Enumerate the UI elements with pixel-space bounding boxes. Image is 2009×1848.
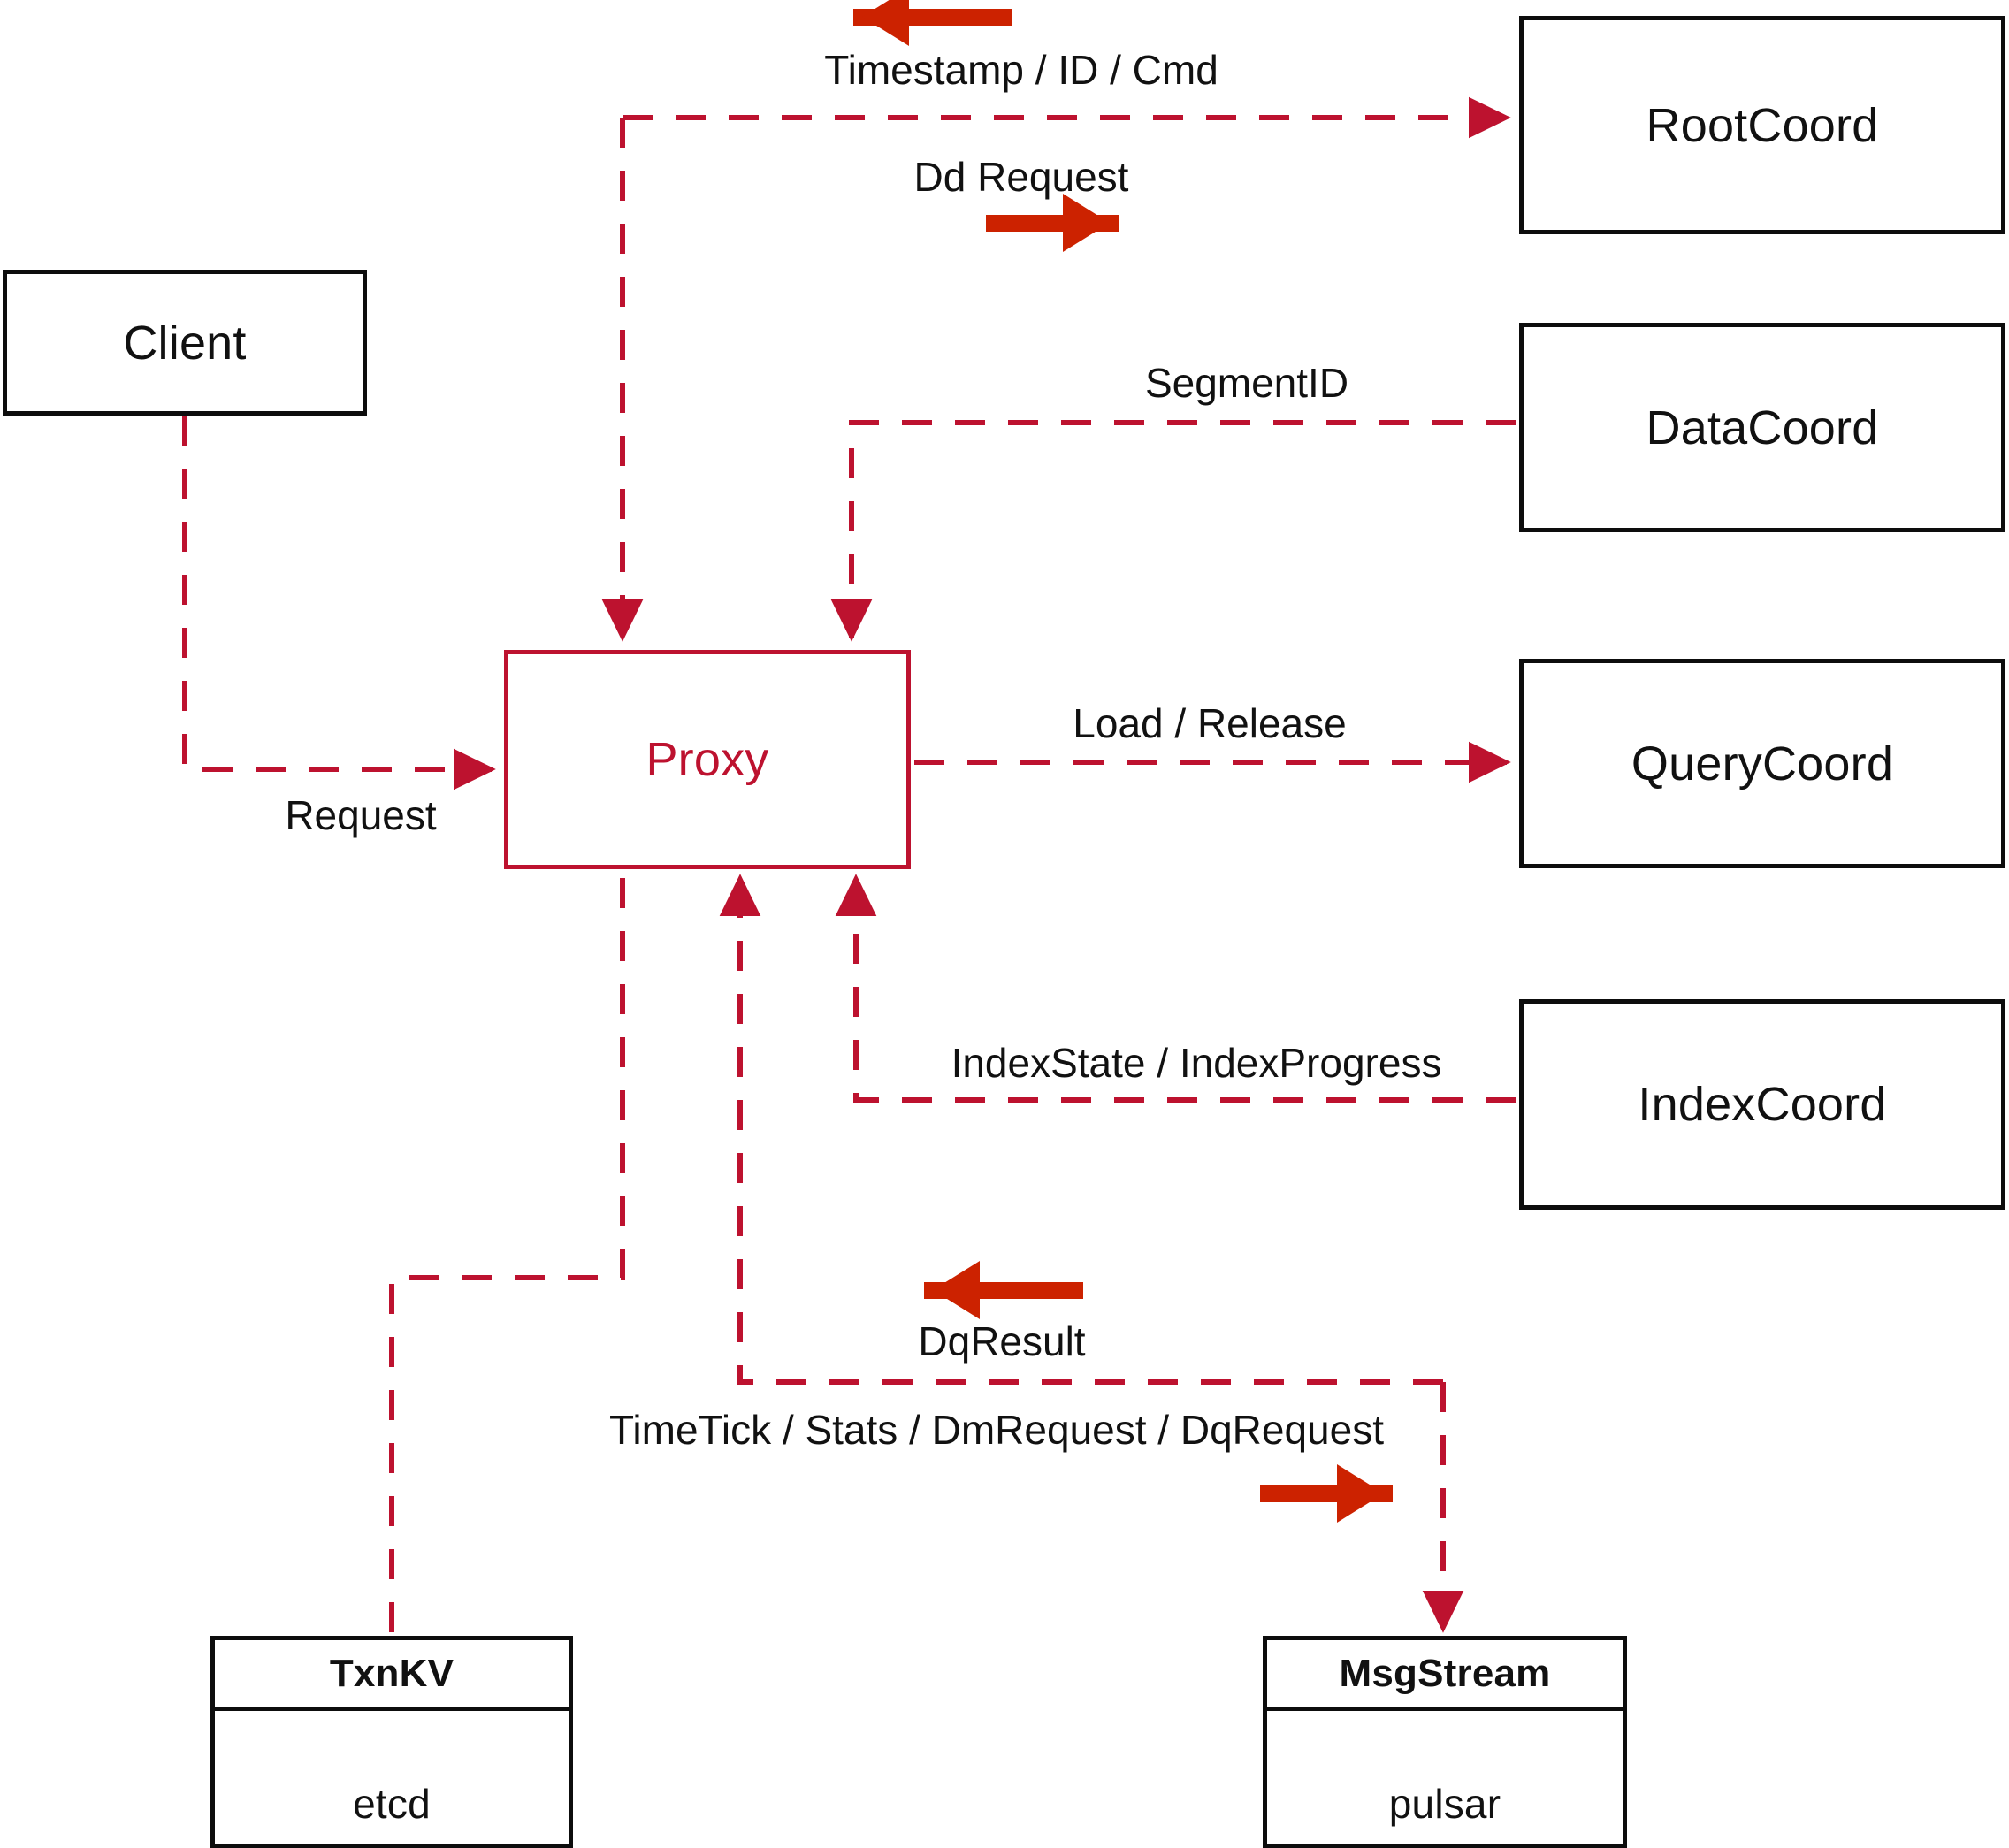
node-msgstream-header: MsgStream	[1267, 1640, 1623, 1711]
node-txnkv-title: TxnKV	[329, 1651, 455, 1695]
node-rootcoord-label: RootCoord	[1646, 98, 1879, 152]
node-proxy-label: Proxy	[645, 733, 769, 786]
node-txnkv-header: TxnKV	[215, 1640, 569, 1711]
arrow-left-icon-dqresult	[924, 1261, 1083, 1319]
node-client-label: Client	[123, 316, 247, 370]
arrow-left-icon-timestamp	[853, 0, 1012, 46]
edge-datacoord-to-proxy	[830, 420, 1516, 642]
node-querycoord-label: QueryCoord	[1631, 737, 1894, 790]
edge-label-request: Request	[285, 792, 437, 838]
node-txnkv-body: etcd	[215, 1711, 569, 1848]
node-rootcoord[interactable]: RootCoord	[1519, 16, 2005, 234]
edge-label-index-state-progress: IndexState / IndexProgress	[951, 1040, 1442, 1086]
arrow-right-icon-dd-request	[986, 194, 1119, 252]
edge-label-dd-request: Dd Request	[913, 154, 1129, 200]
node-txnkv[interactable]: TxnKV etcd	[210, 1636, 573, 1848]
node-querycoord[interactable]: QueryCoord	[1519, 659, 2005, 868]
node-indexcoord[interactable]: IndexCoord	[1519, 999, 2005, 1210]
edge-msgstream-to-proxy	[719, 874, 1443, 1385]
node-msgstream[interactable]: MsgStream pulsar	[1263, 1636, 1627, 1848]
node-msgstream-title: MsgStream	[1339, 1651, 1551, 1695]
node-indexcoord-label: IndexCoord	[1638, 1078, 1887, 1131]
node-msgstream-impl: pulsar	[1388, 1781, 1501, 1827]
node-datacoord-label: DataCoord	[1646, 401, 1879, 454]
edge-client-to-proxy	[182, 416, 496, 790]
edge-label-segment-id: SegmentID	[1144, 360, 1349, 406]
node-txnkv-impl: etcd	[353, 1781, 431, 1827]
arrow-right-icon-timetick	[1260, 1464, 1393, 1523]
node-proxy[interactable]: Proxy	[504, 650, 911, 869]
edge-proxy-to-txnkv	[389, 878, 625, 1636]
edge-label-load-release: Load / Release	[1073, 700, 1347, 746]
node-client[interactable]: Client	[3, 270, 367, 416]
edge-label-timestamp-id-cmd: Timestamp / ID / Cmd	[824, 47, 1218, 93]
node-datacoord[interactable]: DataCoord	[1519, 323, 2005, 532]
edge-label-timetick-stats: TimeTick / Stats / DmRequest / DqRequest	[609, 1407, 1384, 1453]
node-msgstream-body: pulsar	[1267, 1711, 1623, 1848]
edge-label-dq-result: DqResult	[918, 1318, 1086, 1364]
edge-indexcoord-to-proxy	[835, 874, 1516, 1103]
